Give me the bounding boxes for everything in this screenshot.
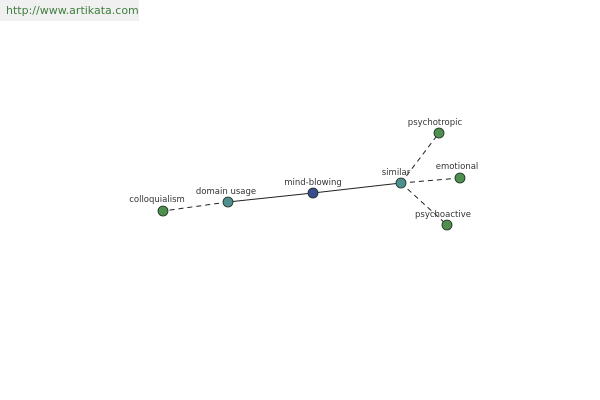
node-label-colloquialism[interactable]: colloquialism [129,195,185,205]
node-dot-similar[interactable] [395,177,407,189]
node-dot-colloquialism[interactable] [157,205,169,217]
node-psychotropic[interactable]: psychotropic [408,118,463,139]
node-label-psychotropic[interactable]: psychotropic [408,118,463,128]
node-dot-mind-blowing[interactable] [307,187,319,199]
node-label-domain-usage[interactable]: domain usage [196,187,256,197]
node-similar[interactable]: similar [382,168,411,189]
node-dot-emotional[interactable] [454,172,466,184]
node-label-similar[interactable]: similar [382,168,411,178]
node-psychoactive[interactable]: psychoactive [415,210,471,231]
node-dot-psychotropic[interactable] [433,127,445,139]
nodes-layer: mind-blowing domain usage colloquialism sim… [129,118,479,231]
node-domain-usage[interactable]: domain usage [196,187,256,208]
node-dot-domain-usage[interactable] [222,196,234,208]
node-colloquialism[interactable]: colloquialism [129,195,185,217]
node-label-psychoactive[interactable]: psychoactive [415,210,471,220]
node-label-mind-blowing[interactable]: mind-blowing [284,178,342,188]
edge-mind-blowing-similar [312,182,402,194]
edges-layer [162,132,461,226]
edge-similar-psychotropic [400,132,440,184]
node-emotional[interactable]: emotional [436,162,479,184]
node-dot-psychoactive[interactable] [441,219,453,231]
node-mind-blowing[interactable]: mind-blowing [284,178,342,199]
edge-similar-emotional [400,177,461,184]
edge-mind-blowing-domain-usage [227,192,314,203]
node-label-emotional[interactable]: emotional [436,162,479,172]
edge-domain-usage-colloquialism [162,201,229,212]
edge-similar-psychoactive [400,182,448,226]
url-banner[interactable]: http://www.artikata.com [0,0,139,21]
